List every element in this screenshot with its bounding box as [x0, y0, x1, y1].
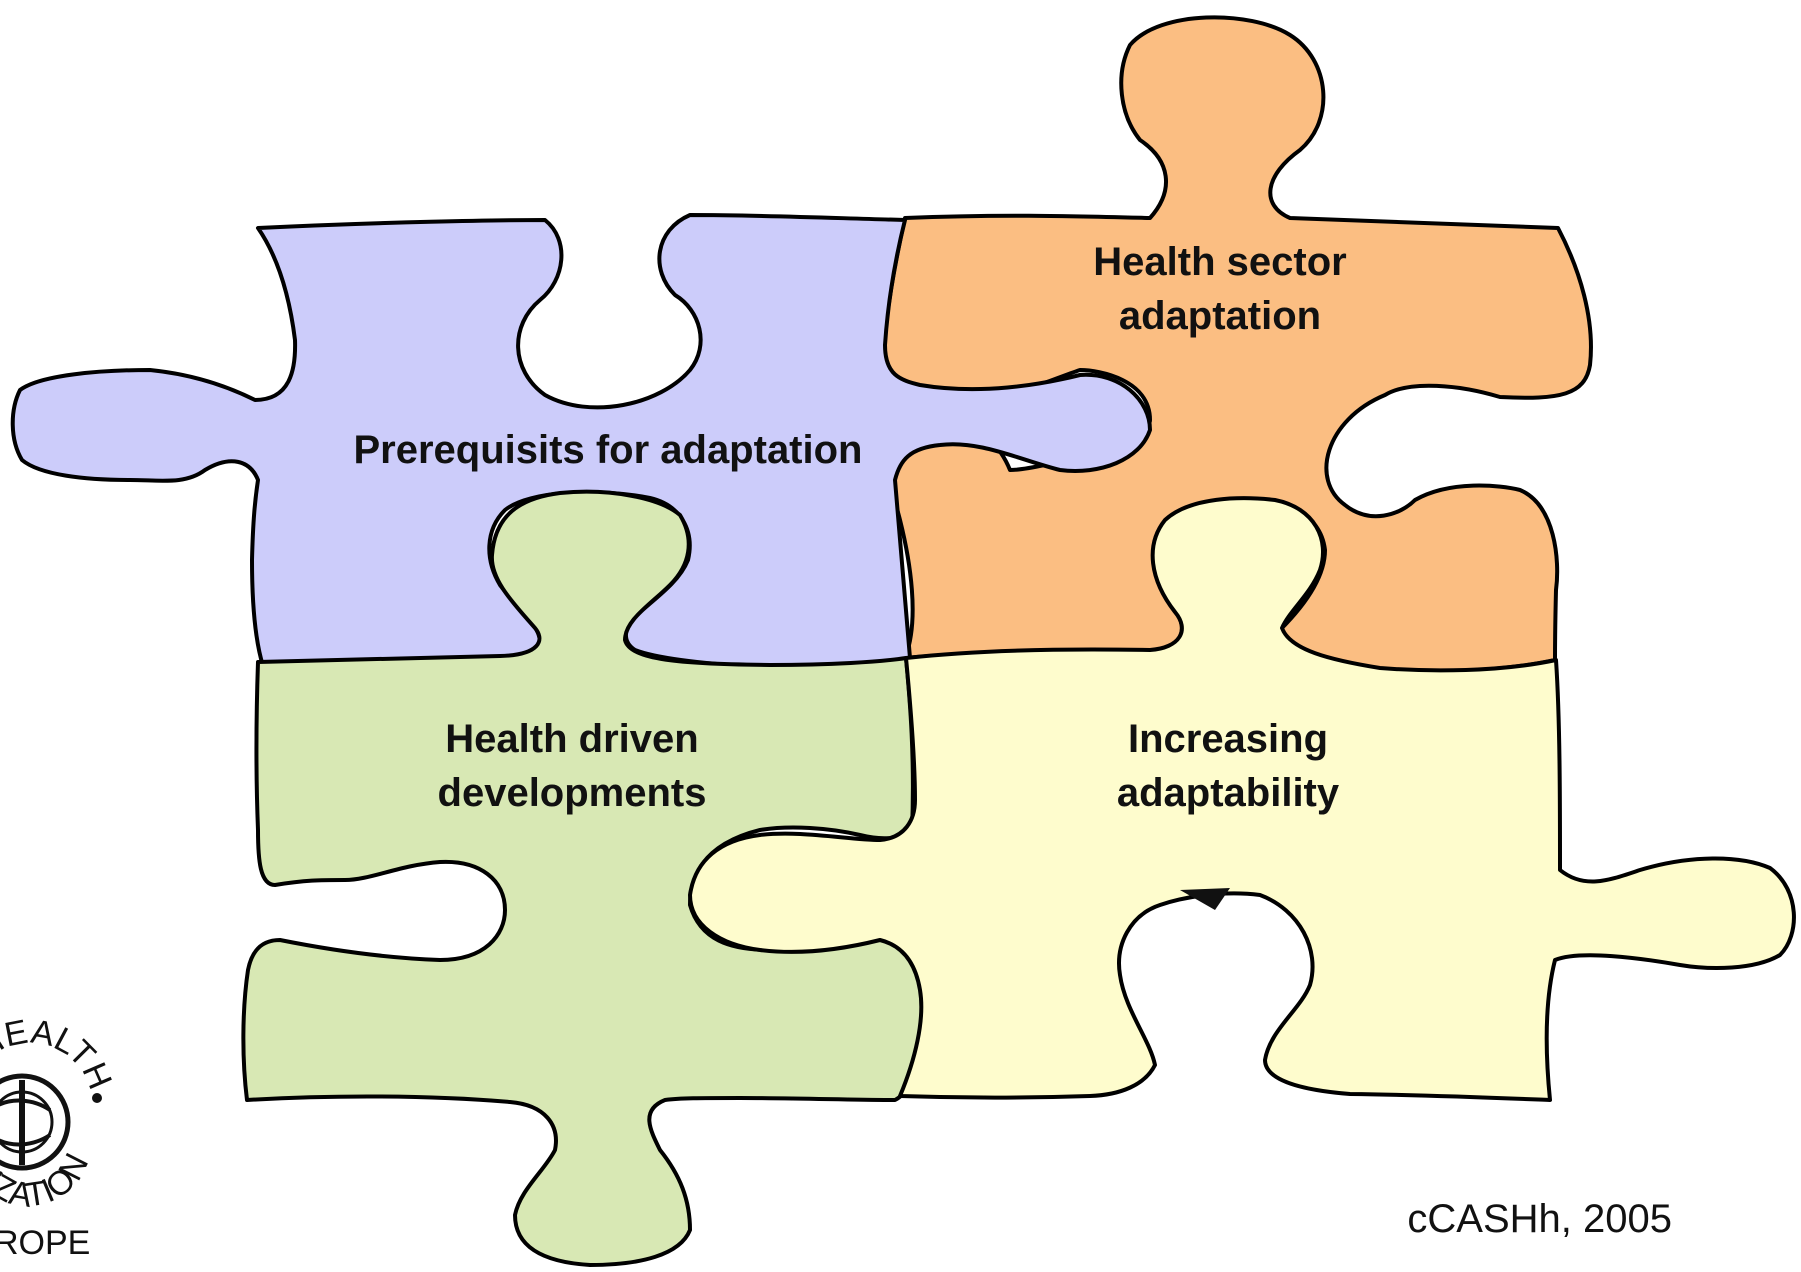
logo-region-text: ROPE — [0, 1224, 90, 1262]
label-increasing-line1: Increasing — [1128, 717, 1328, 761]
label-health-driven-line1: Health driven — [445, 717, 698, 761]
label-prerequisites: Prerequisits for adaptation — [354, 428, 863, 472]
notch-detail — [1180, 888, 1230, 910]
who-logo: D HEALTH NIZATION ROPE — [0, 1013, 119, 1262]
logo-arc-text: D HEALTH — [0, 1013, 119, 1095]
credit-text: cCASHh, 2005 — [1407, 1197, 1672, 1241]
label-health-sector-line1: Health sector — [1093, 240, 1346, 284]
puzzle-piece-increasing — [688, 496, 1796, 1102]
label-health-sector-line2: adaptation — [1119, 294, 1321, 338]
label-increasing-line2: adaptability — [1117, 771, 1340, 815]
label-health-driven-line2: developments — [438, 771, 707, 815]
logo-emblem — [0, 1073, 71, 1171]
puzzle-piece-health-driven — [241, 489, 924, 1267]
